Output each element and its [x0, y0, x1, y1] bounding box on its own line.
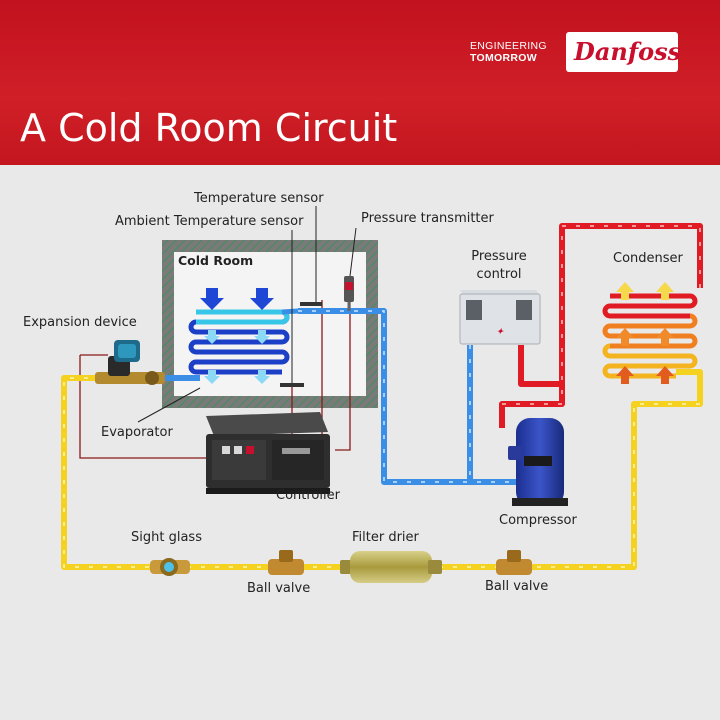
condenser-heat-arrows [616, 282, 674, 384]
logo-text: Danfoss [574, 37, 682, 66]
ambient-temperature-sensor [280, 230, 304, 387]
liquid-line [61, 369, 703, 570]
label-condenser: Condenser [613, 251, 683, 266]
discharge-line [499, 223, 703, 428]
label-compressor: Compressor [499, 513, 577, 528]
label-pressure-transmitter: Pressure transmitter [361, 211, 494, 226]
compressor-unit [508, 418, 568, 506]
air-flow-arrows [200, 288, 274, 384]
condenser-coil [602, 293, 698, 379]
pressure-control-device: ✦ [459, 290, 541, 345]
tagline: ENGINEERING TOMORROW [470, 40, 547, 64]
tagline-line1: ENGINEERING [470, 40, 547, 52]
filter-drier [340, 551, 442, 583]
tagline-line2: TOMORROW [470, 52, 537, 64]
evaporator-coil [188, 308, 299, 375]
controller-unit [206, 412, 330, 494]
ball-valve-right [496, 550, 532, 575]
label-ball-valve-right: Ball valve [485, 579, 549, 594]
label-cold-room: Cold Room [178, 253, 254, 268]
label-controller: Controller [276, 488, 340, 503]
header-banner [0, 0, 720, 165]
label-expansion-device: Expansion device [23, 315, 137, 330]
label-sight-glass: Sight glass [131, 530, 202, 545]
svg-text:✦: ✦ [497, 326, 505, 336]
label-pressure-control: Pressure control [466, 248, 532, 284]
label-temperature-sensor: Temperature sensor [194, 191, 324, 206]
page-title: A Cold Room Circuit [20, 106, 398, 150]
ball-valve-left [268, 550, 304, 575]
label-pressure-control-line1: Pressure [471, 249, 527, 264]
danfoss-logo: Danfoss [566, 32, 682, 72]
temperature-sensor [300, 206, 322, 306]
label-ambient-temperature-sensor: Ambient Temperature sensor [115, 214, 304, 229]
sight-glass [150, 558, 190, 576]
label-ball-valve-left: Ball valve [247, 581, 311, 596]
pressure-transmitter [344, 227, 357, 311]
label-pressure-control-line2: control [476, 267, 522, 282]
label-evaporator: Evaporator [101, 425, 173, 440]
evaporator-pointer [137, 387, 201, 423]
expansion-device [95, 340, 165, 385]
label-filter-drier: Filter drier [352, 530, 419, 545]
